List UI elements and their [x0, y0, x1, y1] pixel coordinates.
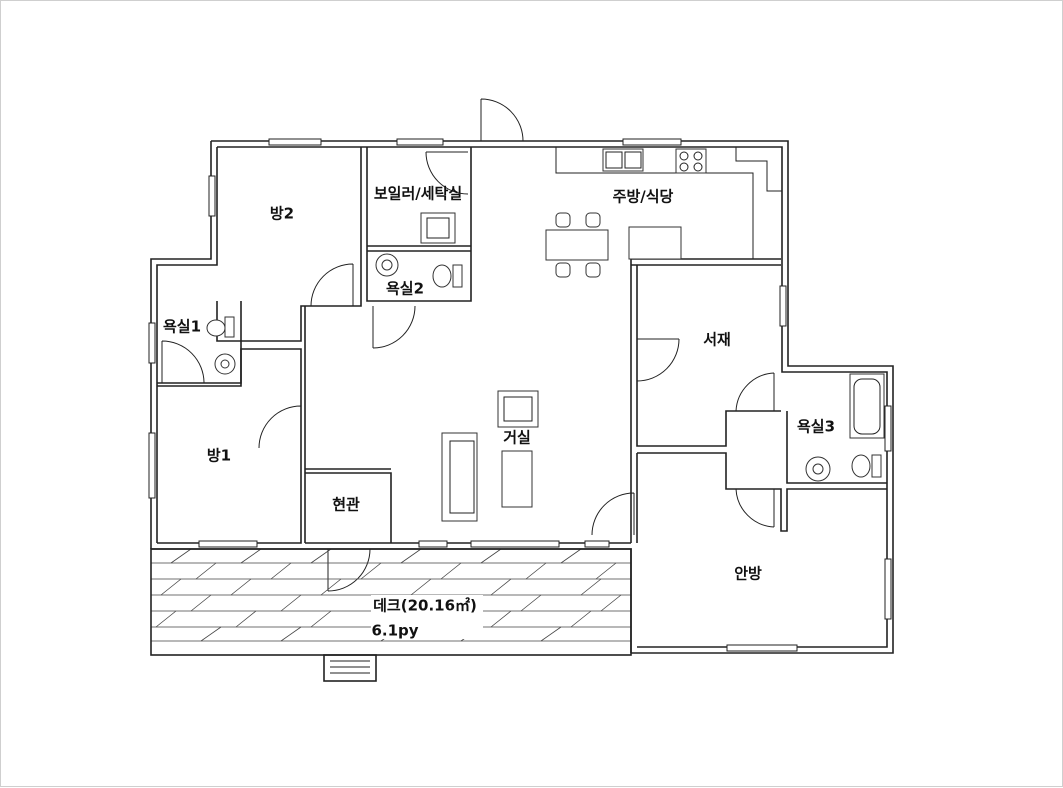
windows	[148, 138, 892, 652]
living-label: 거실	[503, 429, 531, 447]
bath2-label: 욕실2	[386, 280, 424, 298]
deck-labels: 데크(20.16㎡) 6.1py	[371, 595, 483, 640]
master-bedroom-label: 안방	[734, 565, 762, 583]
kitchen-dining-label: 주방/식당	[613, 188, 674, 206]
fixtures	[206, 148, 885, 522]
room-labels: 방2 보일러/세탁실 주방/식당 욕실2 욕실1 서재 거실 방1 욕실3 현관…	[163, 185, 835, 583]
deck-area-label: 데크(20.16㎡)	[373, 597, 477, 615]
deck-py-label: 6.1py	[371, 622, 418, 640]
room2-label: 방2	[270, 205, 294, 223]
bath3-label: 욕실3	[797, 418, 835, 436]
room1-label: 방1	[207, 447, 231, 465]
study-label: 서재	[703, 331, 731, 349]
bath1-label: 욕실1	[163, 318, 201, 336]
entrance-label: 현관	[332, 496, 360, 514]
doors	[161, 98, 775, 592]
boiler-laundry-label: 보일러/세탁실	[374, 185, 462, 203]
